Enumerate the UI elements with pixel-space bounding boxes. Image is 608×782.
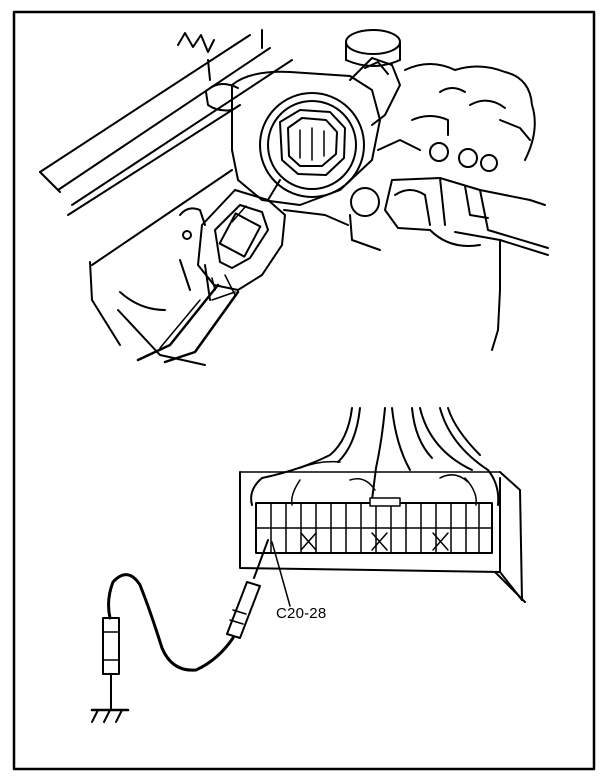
probe-assembly <box>90 539 291 723</box>
pin-callout-label: C20-28 <box>276 605 327 622</box>
break-line <box>177 32 215 53</box>
ecu-connector-view <box>239 407 526 603</box>
figure-border <box>12 10 596 771</box>
ground-icon <box>90 708 130 723</box>
engine-sensor-view <box>39 29 549 366</box>
